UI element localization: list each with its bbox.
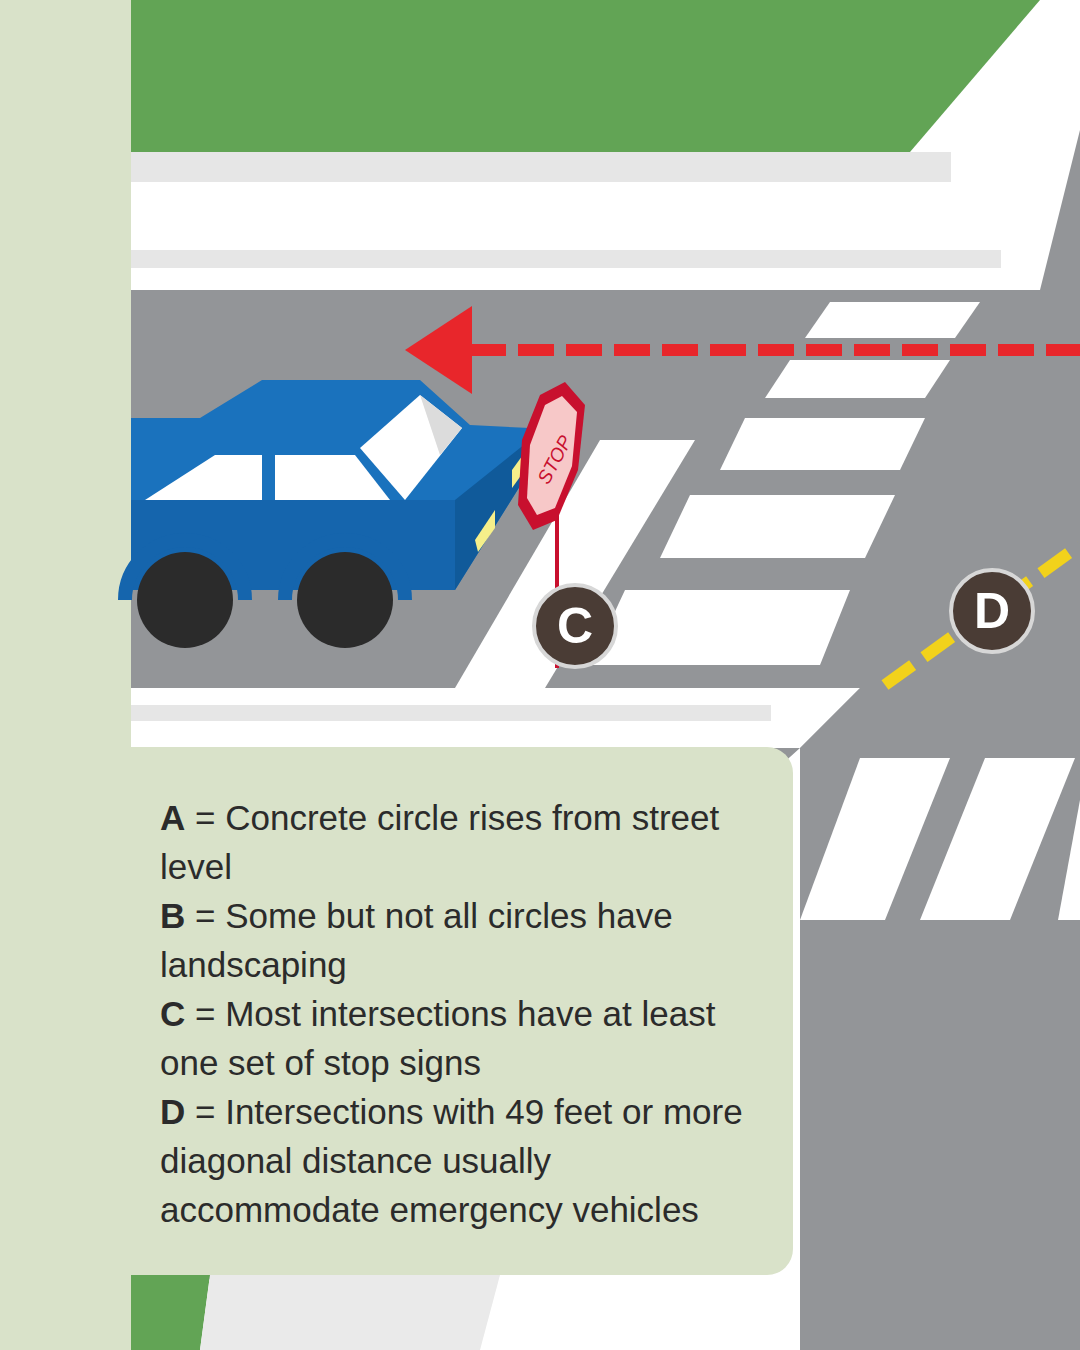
legend-text: = Most intersections have at least one s… bbox=[160, 994, 715, 1082]
legend-row: A = Concrete circle rises from street le… bbox=[160, 793, 753, 891]
callout-letter: B bbox=[160, 896, 185, 935]
callout-letter: C bbox=[160, 994, 185, 1033]
callout-letter: C bbox=[557, 597, 593, 655]
legend-text: = Intersections with 49 feet or more dia… bbox=[160, 1092, 743, 1229]
legend-text: = Some but not all circles have landscap… bbox=[160, 896, 673, 984]
legend-row: C = Most intersections have at least one… bbox=[160, 989, 753, 1087]
legend-row: D = Intersections with 49 feet or more d… bbox=[160, 1087, 753, 1234]
callout-letter: A bbox=[160, 798, 185, 837]
callout-circle: D bbox=[949, 568, 1035, 654]
legend-text: = Concrete circle rises from street leve… bbox=[160, 798, 719, 886]
legend-row: B = Some but not all circles have landsc… bbox=[160, 891, 753, 989]
callout-letter: D bbox=[160, 1092, 185, 1131]
legend-panel: A = Concrete circle rises from street le… bbox=[131, 747, 793, 1275]
callout-letter: D bbox=[974, 582, 1010, 640]
callout-circle: C bbox=[532, 583, 618, 669]
